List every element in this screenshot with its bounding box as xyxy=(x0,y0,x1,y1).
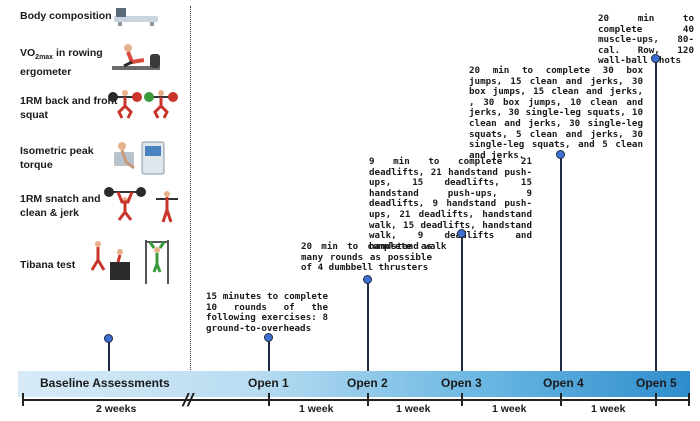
axis-tick-end xyxy=(688,393,690,406)
open1-stem xyxy=(268,340,270,371)
test-label-isometric-torque: Isometric peak torque xyxy=(20,145,94,171)
open3-marker xyxy=(457,229,466,238)
open1-label: Open 1 xyxy=(248,376,289,390)
test-label-vo2max: VO2max in rowing ergometer xyxy=(20,47,103,79)
interval-open4-open5: 1 week xyxy=(591,403,626,415)
test-label-tibana: Tibana test xyxy=(20,259,76,271)
open4-label: Open 4 xyxy=(543,376,584,390)
open2-label: Open 2 xyxy=(347,376,388,390)
baseline-marker xyxy=(104,334,113,343)
open3-label: Open 3 xyxy=(441,376,482,390)
open3-workout-text: 9 min to complete 21 deadlifts, 21 hands… xyxy=(369,156,532,252)
time-axis xyxy=(22,399,690,401)
open2-stem xyxy=(367,281,369,371)
axis-tick-open4 xyxy=(560,393,562,406)
interval-open1-open2: 1 week xyxy=(299,403,334,415)
open4-stem xyxy=(560,156,562,371)
open5-stem xyxy=(655,60,657,371)
rowing-athlete-icon xyxy=(112,44,160,70)
axis-tick-open3 xyxy=(461,393,463,406)
interval-open3-open4: 1 week xyxy=(492,403,527,415)
axis-tick-open5 xyxy=(655,393,657,406)
test-label-body-composition: Body composition xyxy=(20,10,112,22)
open5-label: Open 5 xyxy=(636,376,677,390)
open1-marker xyxy=(264,333,273,342)
baseline-stem xyxy=(108,341,110,371)
timeline-band xyxy=(18,371,690,397)
open3-stem xyxy=(461,235,463,371)
baseline-duration: 2 weeks xyxy=(96,403,137,415)
dexa-scanner-icon xyxy=(114,8,158,26)
snatch-athlete-icon xyxy=(104,187,178,223)
test-label-1rm-snatch: 1RM snatch and clean & jerk xyxy=(20,193,101,219)
open4-workout-text: 20 min to complete 30 box jumps, 15 clea… xyxy=(469,65,643,161)
open2-workout-text: 20 min to complete as many rounds as pos… xyxy=(301,241,432,274)
test-label-1rm-squat: 1RM back and front squat xyxy=(20,95,118,121)
squat-athlete-icon xyxy=(108,90,178,119)
axis-tick-start xyxy=(22,393,24,406)
dynamometer-icon xyxy=(114,141,165,175)
phase-divider xyxy=(190,6,191,378)
axis-tick-open1 xyxy=(268,393,270,406)
baseline-assessments-label: Baseline Assessments xyxy=(40,376,170,390)
axis-tick-open2 xyxy=(367,393,369,406)
open5-workout-text: 20 min to complete 40 muscle-ups, 80-cal… xyxy=(598,13,694,67)
open2-marker xyxy=(363,275,372,284)
tibana-athlete-icon xyxy=(90,240,169,284)
open4-marker xyxy=(556,150,565,159)
open5-marker xyxy=(651,54,660,63)
interval-open2-open3: 1 week xyxy=(396,403,431,415)
open1-workout-text: 15 minutes to complete 10 rounds of the … xyxy=(206,291,328,334)
